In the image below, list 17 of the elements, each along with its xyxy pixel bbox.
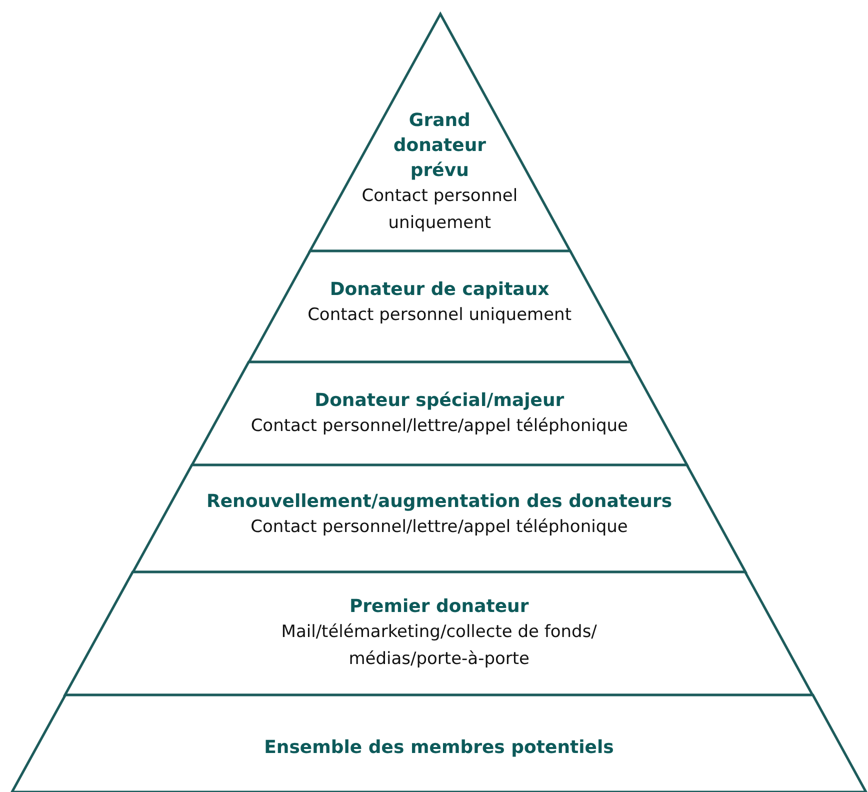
tier-heading: Donateur spécial/majeur bbox=[314, 389, 564, 413]
tier-heading: Grand donateur prévu bbox=[392, 109, 488, 183]
tier-heading: Renouvellement/augmentation des donateurs bbox=[206, 490, 672, 514]
tier-description: Contact personnel/lettre/appel téléphonique bbox=[250, 415, 628, 438]
tier-heading: Ensemble des membres potentiels bbox=[264, 736, 614, 760]
tier-description: Contact personnel uniquement bbox=[360, 185, 519, 235]
tier-description: Mail/télémarketing/collecte de fonds/ médias/porte-à-porte bbox=[280, 621, 598, 671]
tier-heading: Premier donateur bbox=[349, 595, 529, 619]
pyramid-tier bbox=[248, 251, 631, 362]
tier-heading: Donateur de capitaux bbox=[330, 278, 550, 302]
tier-description: Contact personnel/lettre/appel téléphonique bbox=[250, 516, 628, 539]
pyramid-tier bbox=[12, 695, 866, 792]
pyramid-apex-tier bbox=[310, 14, 570, 251]
pyramid-tier bbox=[65, 572, 813, 695]
pyramid-tier bbox=[133, 465, 746, 572]
pyramid-tier bbox=[192, 362, 687, 465]
tier-description: Contact personnel uniquement bbox=[308, 304, 572, 327]
